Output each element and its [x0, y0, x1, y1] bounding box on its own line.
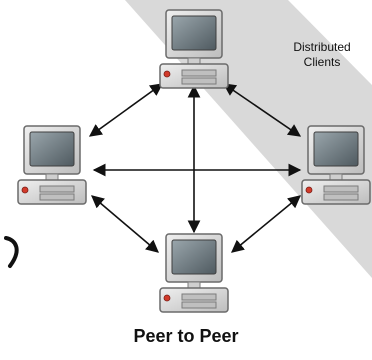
arrow-top-left: [88, 83, 164, 137]
arrow-top-right: [222, 83, 302, 137]
distributed-clients-label: Distributed Clients: [293, 40, 351, 69]
computer-icon-top: [159, 9, 229, 89]
diagram-title: Peer to Peer: [133, 326, 239, 346]
computer-icon-bottom: [159, 233, 229, 313]
arrow-left-bottom: [91, 195, 159, 253]
arrow-right-bottom: [231, 195, 301, 253]
computer-icon-left: [17, 125, 87, 205]
decorative-mark: [4, 236, 19, 268]
computer-icon-right: [301, 125, 371, 205]
